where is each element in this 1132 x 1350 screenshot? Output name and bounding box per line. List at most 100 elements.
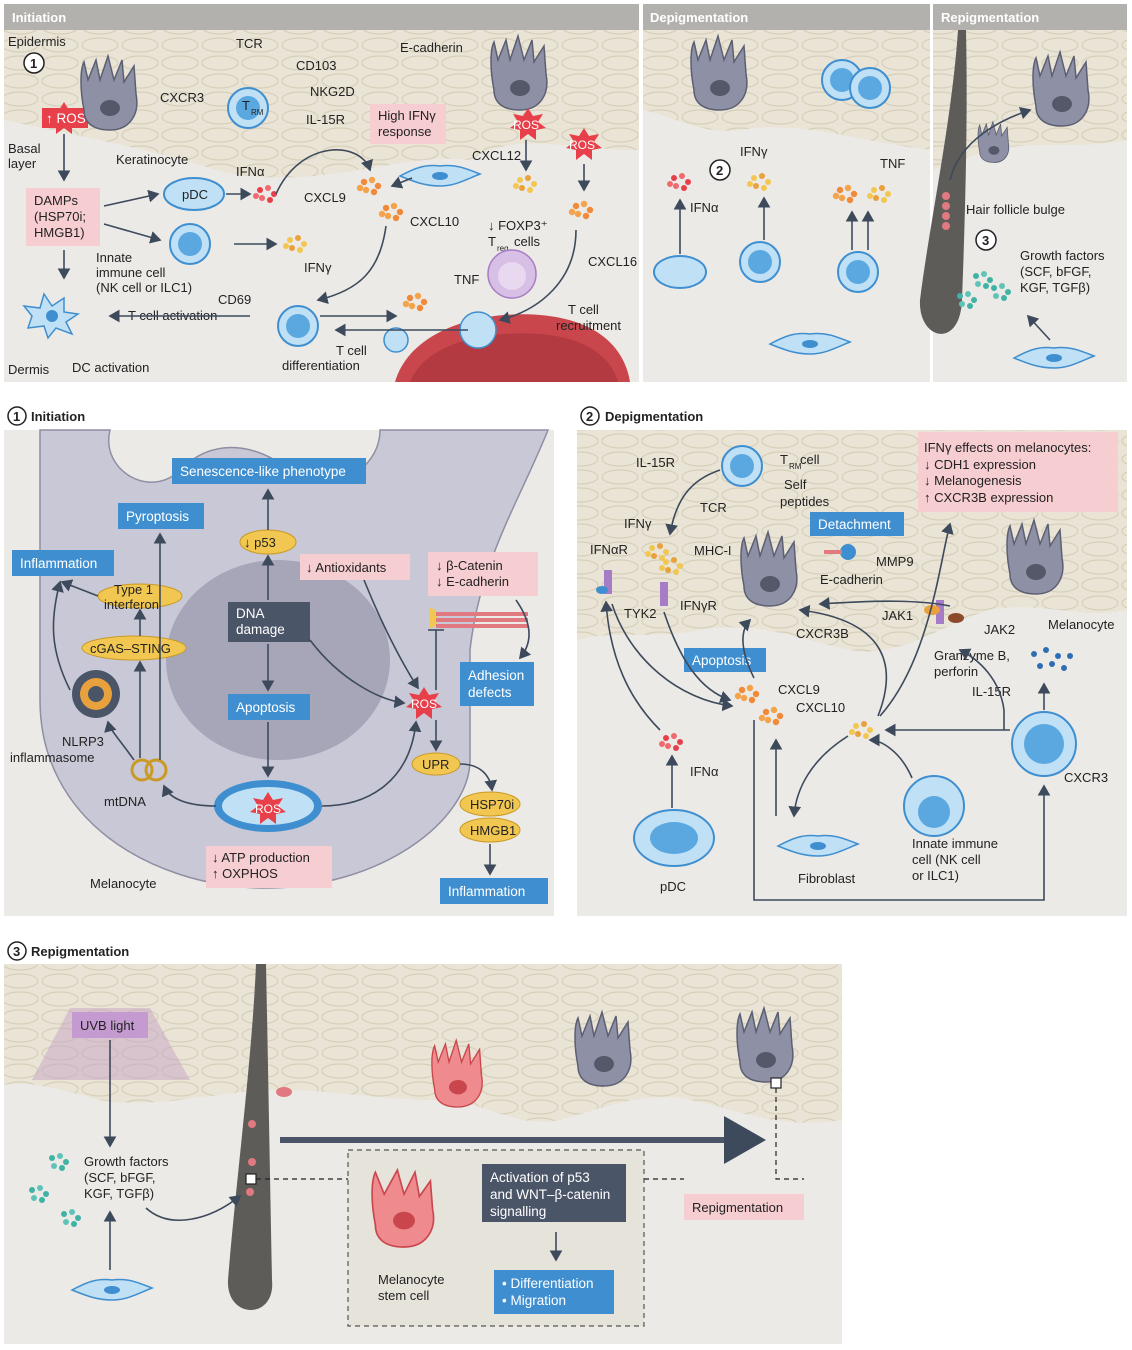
hsp70i-label: HSP70i xyxy=(470,797,514,812)
ifnar-label: IFNαR xyxy=(590,542,628,557)
pdc-label: pDC xyxy=(182,187,208,202)
uvb-box xyxy=(72,1012,148,1038)
activation-line1: Activation of p53 xyxy=(490,1170,590,1185)
p2-ifna-label: IFNα xyxy=(690,764,719,779)
adhesion-line2: defects xyxy=(468,685,512,700)
marker-3: 3 xyxy=(982,233,989,248)
il15r-label: IL-15R xyxy=(306,112,345,127)
ros-label-3: ROS xyxy=(569,138,595,152)
tcell-diff-line2: differentiation xyxy=(282,358,360,373)
nlrp3-line2: inflammasome xyxy=(10,750,95,765)
pdc-cell xyxy=(163,177,225,211)
atp-line1: ↓ ATP production xyxy=(212,850,310,865)
p2-pdc-cell xyxy=(633,809,715,867)
treg-cells: cells xyxy=(514,234,541,249)
hair-bulge-label: Hair follicle bulge xyxy=(966,202,1065,217)
p3-pink-melanocyte xyxy=(431,1037,483,1108)
panel3-title: Repigmentation xyxy=(31,944,129,959)
p2-innate-line3: or ILC1) xyxy=(912,868,959,883)
marker-1: 1 xyxy=(30,56,37,71)
dc-cell xyxy=(22,292,81,340)
ifng-label: IFNγ xyxy=(304,260,332,275)
adhesion-line1: Adhesion xyxy=(468,668,524,683)
p3-gf-line1: Growth factors xyxy=(84,1154,169,1169)
panel3-marker: 3 xyxy=(13,944,20,959)
repig-label: Repigmentation xyxy=(692,1200,783,1215)
self-peptides-line2: peptides xyxy=(780,494,830,509)
innate-line3: (NK cell or ILC1) xyxy=(96,280,192,295)
tcell-rec-line1: T cell xyxy=(568,302,599,317)
stem-line1: Melanocyte xyxy=(378,1272,444,1287)
dna-line1: DNA xyxy=(236,606,265,621)
nkg2d-label: NKG2D xyxy=(310,84,355,99)
top-title-initiation: Initiation xyxy=(12,10,66,25)
p2-trm-sub: RM xyxy=(789,462,802,471)
high-ifn-box xyxy=(370,104,446,144)
top-gf-line3: KGF, TGFβ) xyxy=(1020,280,1090,295)
damps-line2: (HSP70i; xyxy=(34,209,86,224)
inflammation-box-2: Inflammation xyxy=(448,884,525,899)
panel2-marker: 2 xyxy=(586,409,593,424)
p2-cxcl9-label: CXCL9 xyxy=(778,682,820,697)
cxcl9-label: CXCL9 xyxy=(304,190,346,205)
damps-line3: HMGB1) xyxy=(34,225,85,240)
p2-il15r-label: IL-15R xyxy=(636,455,675,470)
antioxidants-box: ↓ Antioxidants xyxy=(306,560,387,575)
p2-innate-line1: Innate immune xyxy=(912,836,998,851)
treg-label: T xyxy=(488,234,496,249)
dna-line2: damage xyxy=(236,622,285,637)
type1-line1: Type 1 xyxy=(114,582,153,597)
hmgb1-label: HMGB1 xyxy=(470,823,516,838)
mito-ros-label: ROS xyxy=(255,802,281,816)
ecadherin-label: E-cadherin xyxy=(400,40,463,55)
ifnar-receptor-icon xyxy=(596,570,612,594)
dermis-label: Dermis xyxy=(8,362,50,377)
panel-depigmentation: 2 Depigmentation IL-15R T RM cell Self p… xyxy=(577,406,1127,916)
granzyme-line2: perforin xyxy=(934,664,978,679)
dep-ifng-label: IFNγ xyxy=(740,144,768,159)
foxp3-label: ↓ FOXP3⁺ xyxy=(488,218,548,233)
repig-box xyxy=(684,1194,804,1220)
tcr-label: TCR xyxy=(236,36,263,51)
trm-sub: RM xyxy=(251,108,264,117)
activation-line3: signalling xyxy=(490,1204,546,1219)
ros-label-2: ROS xyxy=(513,118,539,132)
dep-tnf-label: TNF xyxy=(880,156,905,171)
dep-ifna-label: IFNα xyxy=(690,200,719,215)
p2-tcr-label: TCR xyxy=(700,500,727,515)
jak-receptor-icon xyxy=(924,600,964,624)
t-cell-icon xyxy=(277,305,319,347)
bcatenin-line2: ↓ E-cadherin xyxy=(436,574,509,589)
pyroptosis-box: Pyroptosis xyxy=(126,509,189,524)
p1-ros-label: ROS xyxy=(411,697,437,711)
mmp9-label: MMP9 xyxy=(876,554,914,569)
cxcl12-label: CXCL12 xyxy=(472,148,521,163)
ifngr-label: IFNγR xyxy=(680,598,717,613)
differentiation-label: • Differentiation xyxy=(502,1276,594,1291)
self-peptides-line1: Self xyxy=(784,477,807,492)
cd69-label: CD69 xyxy=(218,292,251,307)
granzyme-line1: Granzyme B, xyxy=(934,648,1010,663)
p2-ifng-label: IFNγ xyxy=(624,516,652,531)
p2-innate-cell xyxy=(903,775,965,837)
uvb-light-beam xyxy=(32,1008,190,1080)
granzyme-dots xyxy=(1031,647,1073,671)
damps-line1: DAMPs xyxy=(34,193,79,208)
p53-label: ↓ p53 xyxy=(244,535,276,550)
melanocyte-stem-cell-icon xyxy=(371,1167,435,1248)
high-ifn-line2: response xyxy=(378,124,431,139)
marker-1-circle xyxy=(23,52,45,74)
p2-cxcr3-label: CXCR3 xyxy=(1064,770,1108,785)
uvb-label: UVB light xyxy=(80,1018,135,1033)
p1-apoptosis-box: Apoptosis xyxy=(236,700,296,715)
nlrp3-inflammasome-icon xyxy=(72,670,120,718)
p2-pdc-label: pDC xyxy=(660,879,686,894)
layer-label: layer xyxy=(8,156,37,171)
panel1-marker: 1 xyxy=(13,409,20,424)
p2-apoptosis-box: Apoptosis xyxy=(692,653,752,668)
p2-melanocyte-label: Melanocyte xyxy=(1048,617,1114,632)
p2-innate-line2: cell (NK cell xyxy=(912,852,981,867)
tcell-diff-line1: T cell xyxy=(336,343,367,358)
stem-line2: stem cell xyxy=(378,1288,429,1303)
